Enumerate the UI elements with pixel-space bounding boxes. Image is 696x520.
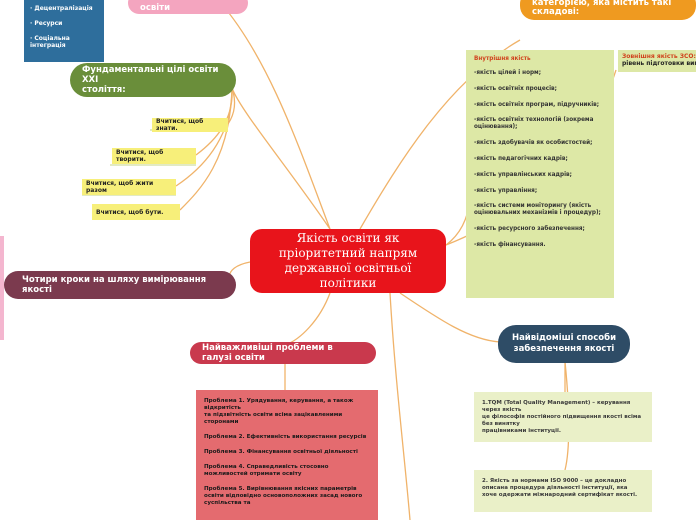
method-text: 1.TQM (Total Quality Management) – керув… bbox=[482, 400, 642, 434]
list-item: -якість освітніх процесів; bbox=[474, 85, 557, 92]
problems-box: Проблема 1. Урядування, керування, а так… bbox=[196, 390, 378, 520]
four-steps-node[interactable]: Чотири кроки на шляху вимірювання якості bbox=[4, 271, 236, 299]
problem-item: Проблема 1. Урядування, керування, а так… bbox=[204, 398, 354, 425]
node-label: Вчитися, щоб жити разом bbox=[86, 180, 154, 194]
node-label: Найважливіші проблеми в галузі освіти bbox=[202, 343, 333, 363]
top-left-list: · Децентралізація · Ресурси · Соціальна … bbox=[24, 0, 104, 62]
problem-item: Проблема 5. Вирівнювання якісних парамет… bbox=[204, 486, 363, 506]
link-methods bbox=[399, 292, 501, 343]
list-item: · Децентралізація bbox=[30, 5, 93, 12]
list-item: -якість управлінських кадрів; bbox=[474, 171, 572, 178]
link-goal-4 bbox=[179, 87, 233, 211]
node-label: категорією, яка містить такі складові: bbox=[532, 0, 672, 17]
list-item: · Ресурси bbox=[30, 20, 63, 27]
list-item: -якість управління; bbox=[474, 187, 538, 194]
node-label: Найвідоміші способи забезпечення якості bbox=[511, 333, 617, 354]
problem-item: Проблема 2. Ефективність використання ре… bbox=[204, 434, 367, 440]
node-label: Вчитися, щоб творити. bbox=[116, 149, 164, 163]
external-quality-box: Зовнішня якість ЗСО: рівень підготовки в… bbox=[618, 50, 696, 72]
problem-item: Проблема 4. Справедливість стосовно можл… bbox=[204, 464, 329, 477]
external-quality-sub: рівень підготовки випу bbox=[622, 60, 696, 67]
goal-node-1[interactable]: Вчитися, щоб знати. bbox=[152, 118, 228, 132]
list-item: -якість цілей і норм; bbox=[474, 70, 541, 76]
goal-node-3[interactable]: Вчитися, щоб жити разом bbox=[82, 179, 176, 195]
internal-quality-box: Внутрішня якість -якість цілей і норм; -… bbox=[466, 50, 614, 298]
list-item: -якість ресурсного забезпечення; bbox=[474, 226, 585, 233]
method-box-1: 1.TQM (Total Quality Management) – керув… bbox=[474, 392, 652, 442]
node-label: Питання якості освіти bbox=[140, 0, 214, 13]
method-text: 2. Якість за нормами ISO 9000 – це докла… bbox=[482, 478, 638, 498]
node-label: Вчитися, щоб бути. bbox=[96, 208, 164, 216]
node-label: Чотири кроки на шляху вимірювання якості bbox=[22, 275, 207, 295]
list-item: · Соціальна інтеграція bbox=[30, 35, 70, 49]
list-item: -якість освітніх технологій (зокрема оці… bbox=[474, 117, 594, 131]
central-topic[interactable]: Якість освіти як пріоритетний напрям дер… bbox=[250, 229, 446, 293]
problem-item: Проблема 3. Фінансування освітньої діяль… bbox=[204, 449, 358, 455]
category-node[interactable]: категорією, яка містить такі складові: bbox=[520, 0, 696, 20]
left-edge-panel bbox=[0, 236, 4, 340]
link-fundamental bbox=[231, 87, 331, 230]
node-label: Вчитися, щоб знати. bbox=[156, 118, 204, 132]
link-goal-3 bbox=[175, 87, 233, 187]
link-quality bbox=[219, 1, 331, 230]
list-item: -якість педагогічних кадрів; bbox=[474, 155, 568, 162]
link-problems bbox=[284, 292, 331, 346]
node-label: Фундаментальні цілі освіти XXI століття: bbox=[82, 65, 219, 95]
goal-node-2[interactable]: Вчитися, щоб творити. bbox=[112, 148, 196, 164]
list-item: -якість освітніх програм, підручників; bbox=[474, 101, 600, 108]
internal-quality-title: Внутрішня якість bbox=[474, 56, 531, 62]
goal-node-4[interactable]: Вчитися, щоб бути. bbox=[92, 204, 180, 220]
fundamental-goals-node[interactable]: Фундаментальні цілі освіти XXI століття: bbox=[70, 63, 236, 97]
quality-education-node[interactable]: Питання якості освіти bbox=[128, 0, 248, 14]
link-bottom bbox=[389, 292, 411, 520]
central-topic-label: Якість освіти як пріоритетний напрям дер… bbox=[278, 231, 418, 290]
methods-node[interactable]: Найвідоміші способи забезпечення якості bbox=[498, 325, 630, 363]
link-goal-1 bbox=[227, 87, 236, 125]
method-box-2: 2. Якість за нормами ISO 9000 – це докла… bbox=[474, 470, 652, 512]
list-item: -якість фінансування. bbox=[474, 241, 546, 248]
list-item: -якість системи моніторингу (якість оцін… bbox=[474, 203, 601, 217]
list-item: -якість здобувачів як особистостей; bbox=[474, 140, 593, 147]
external-quality-title: Зовнішня якість ЗСО: bbox=[622, 53, 696, 60]
problems-node[interactable]: Найважливіші проблеми в галузі освіти bbox=[190, 342, 376, 364]
